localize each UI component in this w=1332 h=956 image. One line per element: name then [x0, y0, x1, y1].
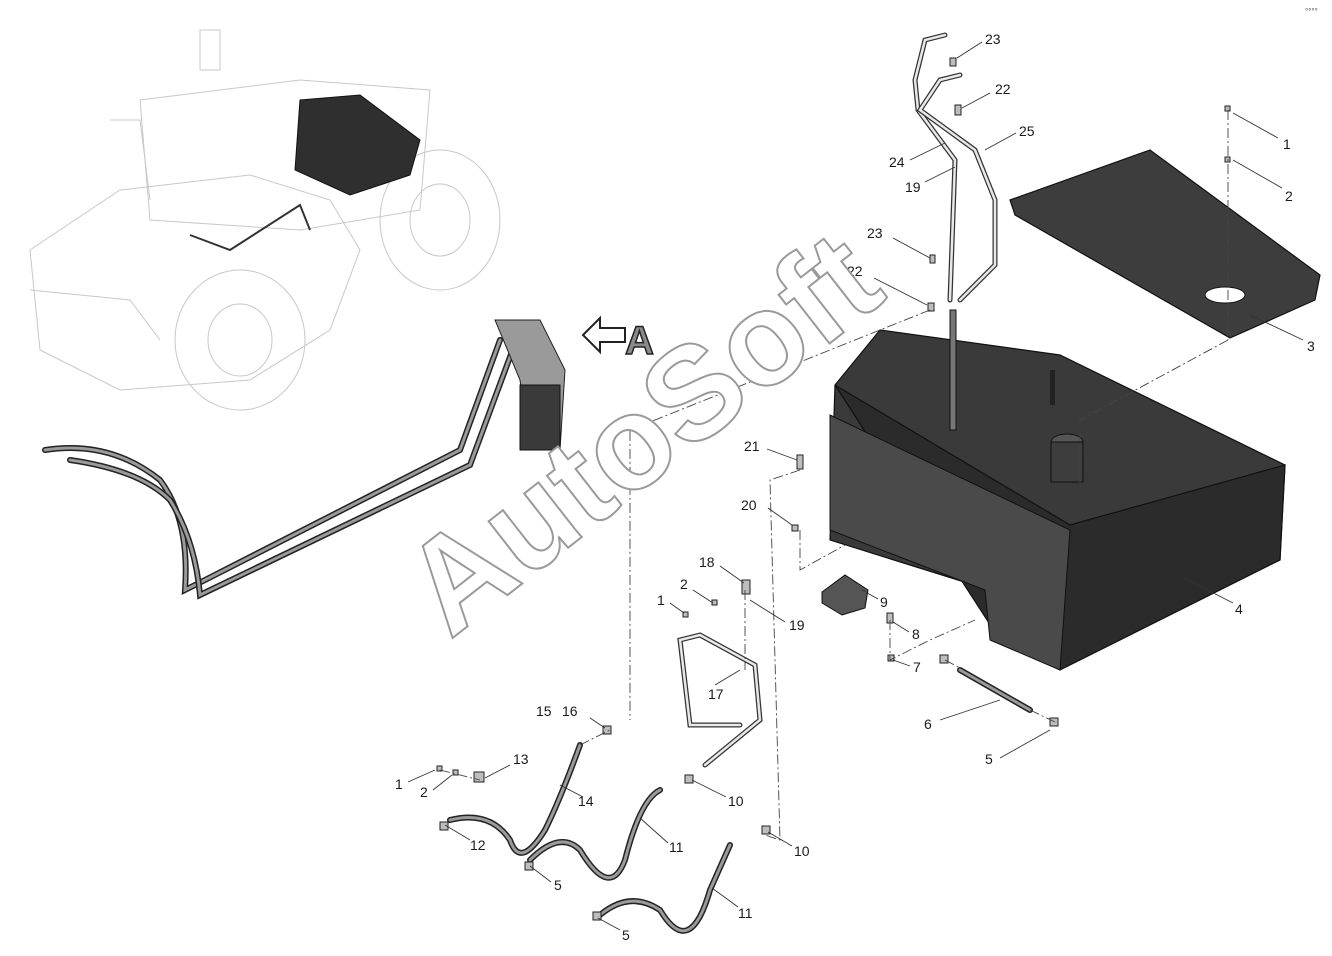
callout-1: 1 — [395, 776, 403, 792]
vent-pipes — [912, 32, 998, 303]
callout-22: 22 — [847, 263, 863, 279]
fuel-line-assembly — [42, 319, 566, 600]
callout-2: 2 — [680, 576, 688, 592]
view-a-label: A — [625, 319, 654, 363]
callout-2: 2 — [420, 784, 428, 800]
callout-22: 22 — [995, 81, 1011, 97]
callout-6: 6 — [924, 716, 932, 732]
callout-20: 20 — [741, 497, 757, 513]
callout-19: 19 — [789, 617, 805, 633]
tractor-overview-illustration — [29, 29, 501, 411]
corner-mark: °°°° — [1305, 7, 1318, 16]
callout-10: 10 — [728, 793, 744, 809]
pipe-17 — [677, 632, 763, 768]
callout-3: 3 — [1307, 338, 1315, 354]
callout-23: 23 — [985, 31, 1001, 47]
lower-hoses — [447, 742, 733, 934]
callout-4: 4 — [1235, 601, 1243, 617]
callout-5: 5 — [622, 927, 630, 943]
mounting-bracket — [821, 574, 869, 616]
callout-11: 11 — [669, 839, 684, 855]
callout-13: 13 — [513, 751, 529, 767]
fuel-tank — [829, 309, 1286, 671]
callout-25: 25 — [1019, 123, 1035, 139]
callout-5: 5 — [985, 751, 993, 767]
callout-24: 24 — [889, 154, 905, 170]
callout-5: 5 — [554, 877, 562, 893]
callout-21: 21 — [744, 438, 760, 454]
callout-2: 2 — [1285, 188, 1293, 204]
callout-12: 12 — [470, 837, 486, 853]
callout-numbers: 23 22 25 24 19 23 22 1 2 3 21 20 4 18 2 … — [395, 31, 1315, 943]
hose-6 — [957, 667, 1033, 713]
callout-1: 1 — [657, 592, 665, 608]
leader-lines — [407, 41, 1304, 931]
callout-14: 14 — [578, 793, 594, 809]
callout-15: 15 — [536, 703, 552, 719]
view-a-indicator: A — [581, 315, 655, 364]
callout-19: 19 — [905, 179, 921, 195]
callout-16: 16 — [562, 703, 578, 719]
callout-18: 18 — [699, 554, 715, 570]
callout-23: 23 — [867, 225, 883, 241]
callout-7: 7 — [913, 659, 921, 675]
assembly-lines — [439, 110, 1229, 841]
callout-17: 17 — [708, 686, 724, 702]
callout-1: 1 — [1283, 136, 1291, 152]
tank-cover-plate — [1009, 149, 1321, 339]
callout-10: 10 — [794, 843, 810, 859]
callout-11: 11 — [738, 905, 753, 921]
callout-8: 8 — [912, 626, 920, 642]
callout-9: 9 — [880, 594, 888, 610]
